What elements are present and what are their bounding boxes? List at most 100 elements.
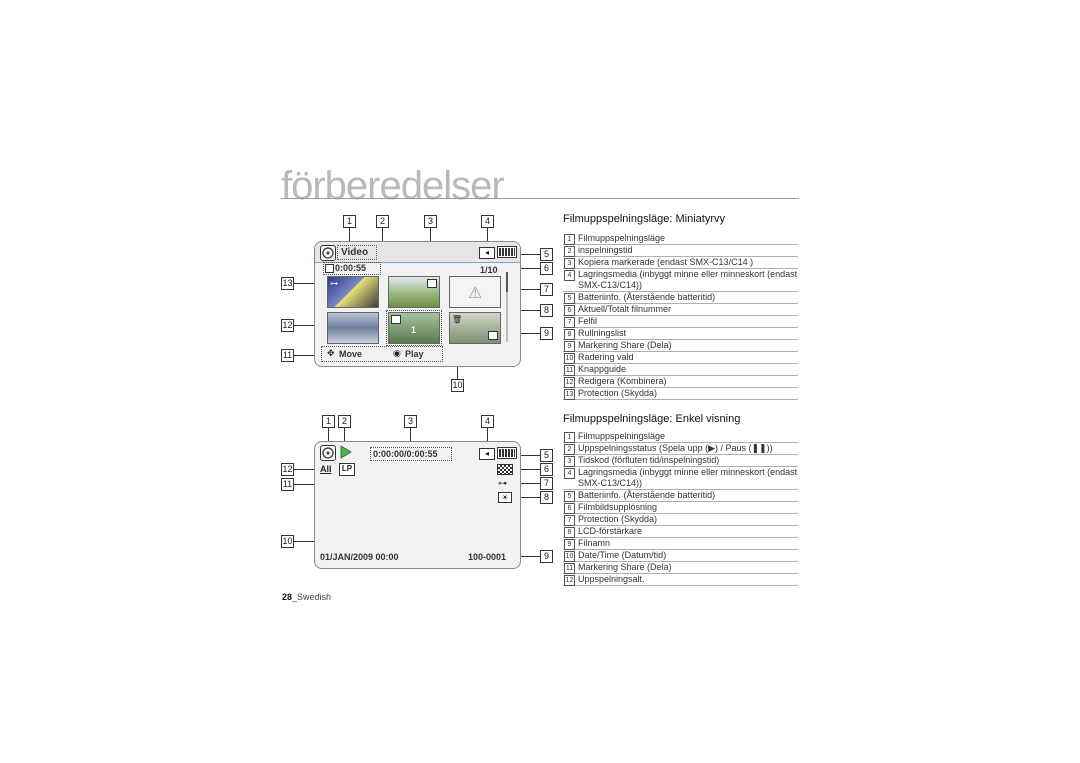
list-item-text: Batteriinfo. (Återstående batteritid) <box>578 292 716 302</box>
list-item-number: 1 <box>564 432 575 443</box>
callout-2b: 2 <box>338 415 351 428</box>
guide-play: Play <box>405 349 424 359</box>
protection-key-icon-single: ⊶ <box>498 478 507 488</box>
list-item-number: 2 <box>564 444 575 455</box>
list-item-number: 1 <box>564 234 575 245</box>
list-item-text: Lagringsmedia (inbyggt minne eller minne… <box>578 467 798 488</box>
edit-combine-icon <box>391 315 401 324</box>
callout-4b: 4 <box>481 415 494 428</box>
list-item-text: Filmuppspelningsläge <box>578 233 666 243</box>
list-item-number: 3 <box>564 456 575 467</box>
list-item-number: 10 <box>564 353 575 364</box>
list-item-number: 11 <box>564 365 575 376</box>
list-item-text: Protection (Skydda) <box>578 514 658 524</box>
list-item-text: Redigera (Kombinera) <box>578 376 667 386</box>
scrollbar[interactable] <box>506 272 508 342</box>
list-item-text: Filmuppspelningsläge <box>578 431 666 441</box>
list-item-number: 9 <box>564 341 575 352</box>
list-item-text: Protection (Skydda) <box>578 388 658 398</box>
callout-12: 12 <box>281 319 294 332</box>
list-item-text: Kopiera markerade (endast SMX-C13/C14 ) <box>578 257 754 267</box>
list-item-text: Batteriinfo. (Återstående batteritid) <box>578 490 716 500</box>
callout-13: 13 <box>281 277 294 290</box>
callout-4: 4 <box>481 215 494 228</box>
list-item-text: Markering Share (Dela) <box>578 340 672 350</box>
callout-5b: 5 <box>540 449 553 462</box>
list-item-text: Uppspelningsstatus (Spela upp (▶) / Paus… <box>578 443 773 453</box>
list-item-text: inspelningstid <box>578 245 633 255</box>
memory-card-icon-single: ◂ <box>479 448 495 460</box>
thumbnail-1[interactable]: ⊶ <box>327 276 379 308</box>
callout-1b: 1 <box>322 415 335 428</box>
share-icon <box>488 331 498 340</box>
callout-7: 7 <box>540 283 553 296</box>
callout-5: 5 <box>540 248 553 261</box>
film-mode-icon-single <box>320 445 336 461</box>
list-item-text: Uppspelningsalt. <box>578 574 645 584</box>
single-view-lcd-screen: 0:00:00/0:00:55 ◂ All LP ⊶ ☀ 01/JAN/2009… <box>314 441 521 569</box>
page-footer: 28_Swedish <box>282 592 331 602</box>
playback-option-all: All <box>320 464 332 474</box>
record-time-icon <box>325 264 334 273</box>
copy-icon <box>427 279 437 288</box>
thumbnail-4[interactable] <box>327 312 379 344</box>
list-item-text: Filmbildsupplösning <box>578 502 658 512</box>
mode-label: Video <box>341 247 369 258</box>
battery-icon <box>497 246 517 258</box>
thumbnail-6[interactable]: 🗑 <box>449 312 501 344</box>
footer-language: _Swedish <box>292 592 332 602</box>
callout-10: 10 <box>451 379 464 392</box>
list-item-text: Knappguide <box>578 364 627 374</box>
file-counter: 1/10 <box>480 265 498 275</box>
ok-button-icon: ◉ <box>393 348 401 358</box>
thumbnail-2[interactable] <box>388 276 440 308</box>
error-warning-icon: ⚠ <box>468 285 483 302</box>
memory-card-icon: ◂ <box>479 247 495 259</box>
list-item-text: Markering Share (Dela) <box>578 562 672 572</box>
thumbnail-lcd-screen: Video ◂ 0:00:55 1/10 ⊶ ⚠ 1 🗑 <box>314 241 521 367</box>
list-item-number: 7 <box>564 515 575 526</box>
thumbnail-5[interactable]: 1 <box>388 312 440 344</box>
list-item-number: 12 <box>564 575 575 586</box>
recording-time: 0:00:55 <box>335 263 367 273</box>
resolution-icon <box>497 464 513 475</box>
trash-icon: 🗑 <box>452 315 463 324</box>
list-item-text: Date/Time (Datum/tid) <box>578 550 667 560</box>
list-item-number: 6 <box>564 503 575 514</box>
film-mode-icon <box>320 245 336 261</box>
list-item-text: Rullningslist <box>578 328 627 338</box>
list-item-number: 12 <box>564 377 575 388</box>
list-item-number: 13 <box>564 389 575 400</box>
callout-9: 9 <box>540 327 553 340</box>
list-item-text: Aktuell/Totalt filnummer <box>578 304 672 314</box>
list-item-number: 6 <box>564 305 575 316</box>
callout-10b: 10 <box>281 535 294 548</box>
thumbnail-error[interactable]: ⚠ <box>449 276 501 308</box>
callout-12b: 12 <box>281 463 294 476</box>
callout-3: 3 <box>424 215 437 228</box>
lcd-enhancer-icon: ☀ <box>498 492 512 503</box>
callout-3b: 3 <box>404 415 417 428</box>
timecode: 0:00:00/0:00:55 <box>373 449 438 459</box>
page-number: 28 <box>282 592 293 602</box>
